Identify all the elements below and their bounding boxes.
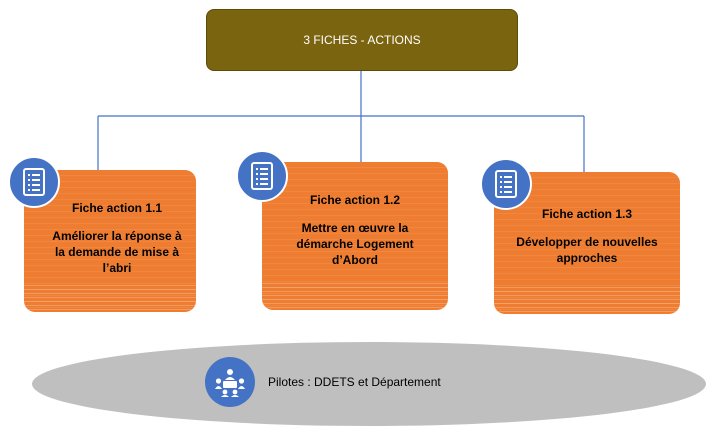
card-description: Mettre en œuvre la démarche Logement d’A… <box>296 221 414 267</box>
card-title: Fiche action 1.1 <box>71 201 163 215</box>
document-list-icon <box>480 158 532 210</box>
card-bottom-stripes <box>24 282 196 312</box>
document-list-icon <box>8 156 60 208</box>
card-title: Fiche action 1.2 <box>309 193 401 207</box>
document-list-icon <box>236 150 288 202</box>
people-meeting-icon <box>205 357 255 407</box>
pilotes-footer-ellipse <box>32 342 706 426</box>
header-title: 3 FICHES - ACTIONS <box>303 33 421 47</box>
connector-lines <box>97 71 585 172</box>
card-title: Fiche action 1.3 <box>541 207 633 221</box>
card-bottom-stripes <box>262 280 448 310</box>
fiche-action-card-2: Fiche action 1.2 Mettre en œuvre la déma… <box>262 162 448 310</box>
card-texture <box>262 162 448 310</box>
fiche-action-card-3: Fiche action 1.3 Développer de nouvelles… <box>494 172 680 314</box>
fiches-actions-header-box: 3 FICHES - ACTIONS <box>206 9 518 71</box>
card-description: Développer de nouvelles approches <box>516 235 658 265</box>
card-description: Améliorer la réponse à la demande de mis… <box>52 229 182 275</box>
pilotes-text: Pilotes : DDETS et Département <box>268 375 441 389</box>
card-bottom-stripes <box>494 284 680 314</box>
